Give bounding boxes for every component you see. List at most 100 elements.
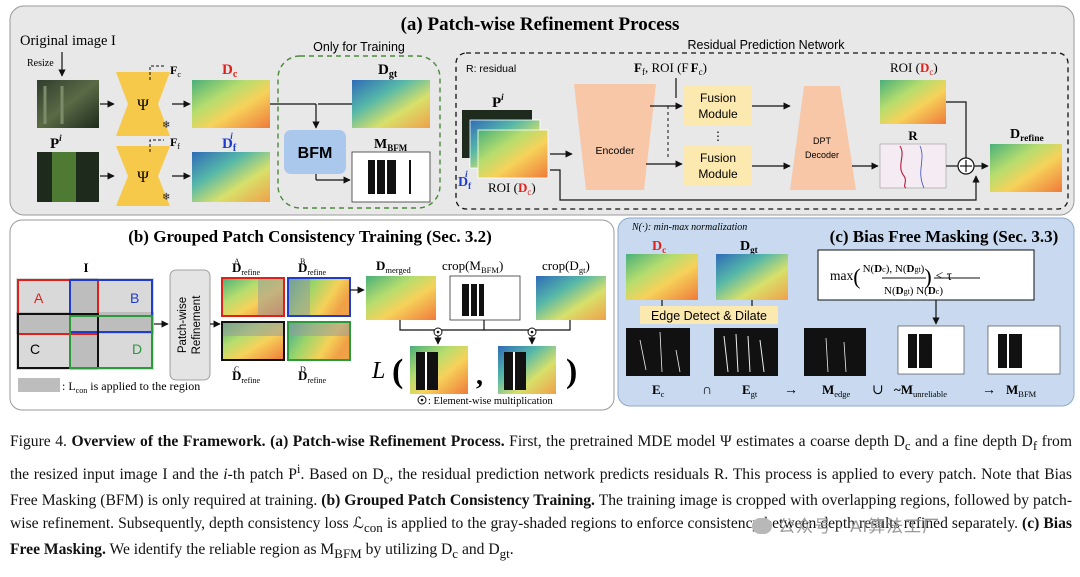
patchwise-refinement-line2: Refinement	[191, 295, 203, 355]
caption-a-text7: , the residual prediction network predic…	[10, 465, 1072, 510]
dgt-label-a: Dgt	[378, 62, 398, 80]
dref-b-overlap	[288, 278, 310, 316]
dref-d-frame	[287, 321, 351, 361]
mbfm-c-dark	[998, 334, 1022, 368]
dref-c-label: DrefineC	[232, 365, 260, 385]
patchwise-refinement-line1: Patch-wise	[177, 297, 189, 353]
patchwise-refinement-block	[169, 269, 211, 381]
r-residual-curve2	[919, 145, 925, 189]
cup-symbol: ∪	[872, 383, 884, 398]
dref-d-overlap	[288, 322, 350, 336]
crop-mbfm-dark	[462, 284, 484, 316]
df-label-rpn: Dfi	[458, 169, 472, 191]
caption-sub-c1: c	[904, 438, 911, 454]
figure-caption: Figure 4. Overview of the Framework. (a)…	[10, 431, 1072, 566]
caption-a-text6: . Based on D	[300, 465, 384, 483]
fusion-module-2-line1: Fusion	[700, 151, 736, 165]
dref-a-overlap	[258, 278, 284, 316]
arrow-symbol-1: →	[784, 383, 798, 398]
ff-dashed-arrow	[149, 139, 164, 152]
crop-mbfm-label: crop(MBFM)	[442, 258, 503, 275]
pi-label-rpn: Pi	[492, 92, 504, 111]
ec-edges	[639, 331, 681, 373]
formula-box	[817, 249, 1035, 301]
psi-encoder-bottom	[116, 146, 170, 206]
crop-dgt-label: crop(Dgt)	[542, 258, 590, 275]
fusion-module-1-line2: Module	[698, 107, 738, 121]
caption-a-text4: from the resized input image I and the	[10, 433, 1072, 483]
rpn-title: Residual Prediction Network	[687, 38, 845, 52]
arrow-symbol-2: →	[982, 383, 996, 398]
arrow-roi-to-plus	[946, 101, 967, 158]
caption-c-text3: by utilizing D	[361, 541, 453, 559]
medge-label: Medge	[822, 382, 851, 399]
encoder-block	[574, 84, 656, 190]
crop-dgt-map	[536, 276, 606, 320]
dref-c-overlap	[222, 322, 284, 336]
region-c-label: C	[30, 341, 40, 357]
dpt-label-1: DPT	[813, 136, 832, 146]
caption-b-text1: The training image is cropped with overl…	[10, 492, 1073, 532]
drefine-map	[990, 144, 1062, 192]
dc-label: Dc	[222, 62, 238, 80]
skip-connection-path	[550, 169, 980, 201]
dc-label-c: Dc	[652, 239, 666, 255]
psi-symbol-bottom: Ψ	[137, 169, 149, 186]
fusion-vdots: ⋮	[712, 129, 724, 143]
df-depth-map	[192, 152, 270, 202]
caption-c-text1: We identify the reliable region as M	[109, 541, 335, 559]
rpn-box	[455, 52, 1069, 210]
region-b-label: B	[130, 290, 139, 306]
loss-comma: ,	[476, 360, 483, 391]
only-training-label: Only for Training	[313, 40, 405, 54]
original-image-label: Original image I	[20, 33, 116, 49]
loss-close-paren: )	[566, 353, 577, 390]
cap-symbol: ∩	[702, 383, 712, 398]
caption-sub-bfm: BFM	[334, 546, 362, 562]
fusion-module-1	[684, 86, 752, 126]
mbfm-mask-a-dark	[368, 160, 396, 194]
caption-b-text3: is applied to the gray-shaded regions to…	[382, 514, 1019, 532]
caption-sub-c2: c	[383, 470, 390, 486]
framework-diagram: (a) Patch-wise Refinement Process Origin…	[9, 5, 1075, 411]
mult-op-left-dot	[436, 330, 440, 334]
caption-a-text1: First, the pretrained MDE model Ψ estima…	[509, 433, 905, 450]
fusion-module-2	[684, 146, 752, 186]
mult-op-right-dot	[530, 330, 534, 334]
region-d	[69, 315, 153, 369]
dref-a-frame	[221, 277, 285, 317]
panel-c-title: (c) Bias Free Masking (Sec. 3.3)	[830, 227, 1059, 246]
dpt-label-2: Decoder	[805, 150, 839, 160]
caption-a-label: (a) Patch-wise Refinement Process.	[270, 433, 505, 450]
dgt-label-c: Dgt	[740, 239, 758, 255]
roi-dc-label-top: ROI (Dc)	[890, 60, 938, 77]
crop-mbfm-map	[449, 275, 521, 321]
only-training-box	[277, 55, 441, 209]
r-residual-curve	[899, 145, 907, 189]
snow-icon-bottom: ❄	[162, 192, 170, 203]
dc-depth-map	[192, 80, 270, 128]
fc-label: Fc	[170, 63, 181, 79]
region-c	[17, 313, 99, 369]
pi-label: Pi	[50, 133, 62, 152]
dref-a-label: DrefineA	[232, 257, 260, 277]
egt-map	[714, 328, 778, 376]
caption-sub-gt: gt	[499, 546, 510, 562]
egt-edges	[723, 333, 765, 373]
rpn-input-roi	[477, 129, 549, 179]
caption-c-text6: .	[509, 541, 514, 559]
image-i-label: I	[83, 260, 88, 275]
ff-label: Ff	[170, 135, 180, 151]
caption-i: i	[223, 465, 228, 483]
dref-c-frame	[221, 321, 285, 361]
loss-l-symbol: L	[371, 358, 385, 384]
legend-mult-text: : Element-wise multiplication	[428, 396, 554, 407]
egt-label: Egt	[742, 382, 758, 399]
dmerged-map	[366, 276, 436, 320]
roi-dc-map	[880, 80, 946, 124]
caption-a-text5: -th patch P	[227, 465, 297, 483]
resized-image-thumb	[37, 80, 99, 128]
formula-denominators: N(Dgt) N(Dc)	[884, 285, 943, 297]
dgt-depth-map-a	[352, 80, 430, 128]
